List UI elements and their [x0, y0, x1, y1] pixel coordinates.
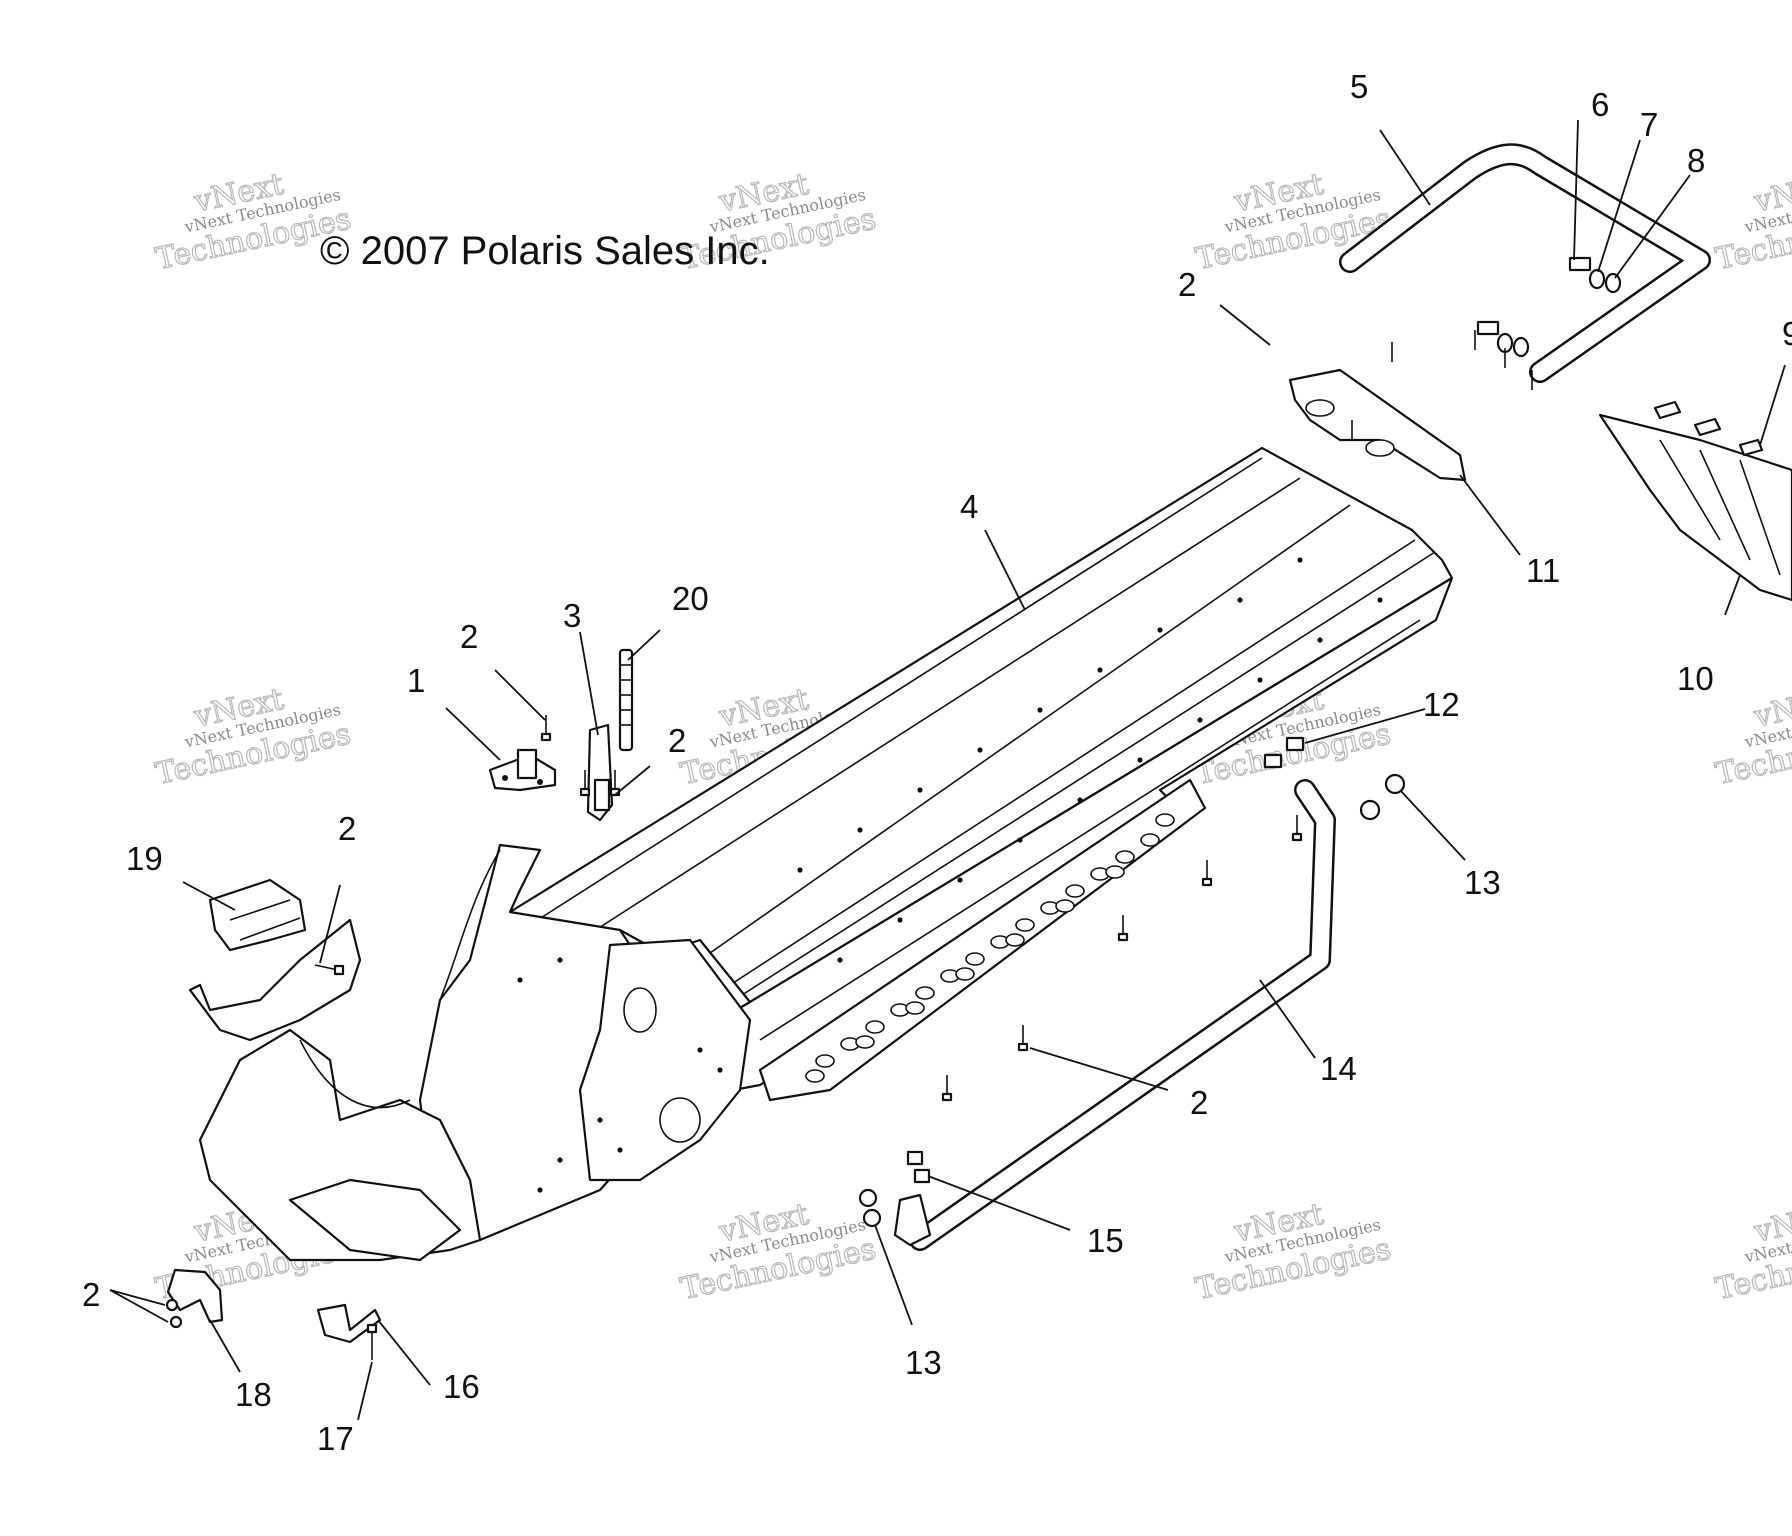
callout-2: 2	[1178, 266, 1196, 303]
nuts-part-13	[858, 773, 1406, 1228]
callout-15: 15	[1087, 1222, 1124, 1259]
watermark: vNext vNext Technologies Technologies	[1712, 166, 1792, 277]
chassis-side-plate	[578, 938, 752, 1182]
callout-16: 16	[443, 1368, 480, 1405]
rivet-part-17	[366, 1323, 378, 1360]
watermark: vNext vNext Technologies Technologies	[677, 166, 880, 277]
callout-19: 19	[126, 840, 163, 877]
callout-2: 2	[460, 618, 478, 655]
callout-labels: 1 2 3 20 2 4 5 6 7 8 9 2 11 10 12 13 14 …	[82, 68, 1792, 1457]
callout-8: 8	[1687, 142, 1705, 179]
callout-18: 18	[235, 1376, 272, 1413]
callout-4: 4	[960, 488, 978, 525]
rear-bumper-part-14	[893, 779, 1336, 1251]
frame-brace	[288, 1178, 462, 1262]
callout-11: 11	[1526, 552, 1560, 589]
callout-7: 7	[1640, 106, 1658, 143]
snow-flap-part-10	[1598, 413, 1792, 602]
bracket-part-19	[188, 878, 362, 1042]
callout-6: 6	[1591, 86, 1609, 123]
callout-9: 9	[1782, 315, 1792, 352]
watermark: vNext vNext Technologies Technologies	[677, 1196, 880, 1307]
callout-13: 13	[1464, 864, 1501, 901]
strap-part-20	[618, 648, 634, 752]
callout-2: 2	[82, 1276, 100, 1313]
callout-5: 5	[1350, 68, 1368, 105]
watermark: vNext vNext Technologies Technologies	[1712, 681, 1792, 792]
bracket-part-1	[488, 748, 557, 792]
bolts-part-15	[906, 1150, 931, 1184]
grab-bar-part-5	[1339, 143, 1711, 383]
traction-holes	[805, 813, 1175, 1083]
callout-13: 13	[905, 1344, 942, 1381]
bracket-part-3	[586, 723, 614, 822]
watermark: vNext vNext Technologies Technologies	[1192, 1196, 1395, 1307]
tunnel-assembly	[198, 446, 1454, 1262]
rivets-part-2	[314, 330, 1764, 1102]
copyright-text: © 2007 Polaris Sales Inc.	[320, 229, 770, 273]
bracket-part-18	[165, 1268, 224, 1329]
callout-1: 1	[407, 662, 425, 699]
bolts-part-12	[1263, 736, 1305, 769]
callout-17: 17	[317, 1420, 354, 1457]
callout-2: 2	[338, 810, 356, 847]
leader-lines	[109, 119, 1786, 1421]
callout-10: 10	[1677, 660, 1714, 697]
bracket-part-16	[316, 1303, 382, 1344]
watermark: vNext vNext Technologies Technologies	[1712, 1196, 1792, 1307]
callout-20: 20	[672, 580, 709, 617]
rivet-holes	[517, 557, 1383, 1193]
callout-2: 2	[1190, 1084, 1208, 1121]
callout-2: 2	[668, 722, 686, 759]
callout-12: 12	[1423, 686, 1460, 723]
bracket-part-11	[1288, 368, 1467, 482]
running-board	[758, 778, 1207, 1102]
bolt-washers-6-7-8	[1476, 256, 1622, 358]
callout-14: 14	[1320, 1050, 1357, 1087]
watermark: vNext vNext Technologies Technologies	[152, 681, 355, 792]
callout-3: 3	[563, 597, 581, 634]
